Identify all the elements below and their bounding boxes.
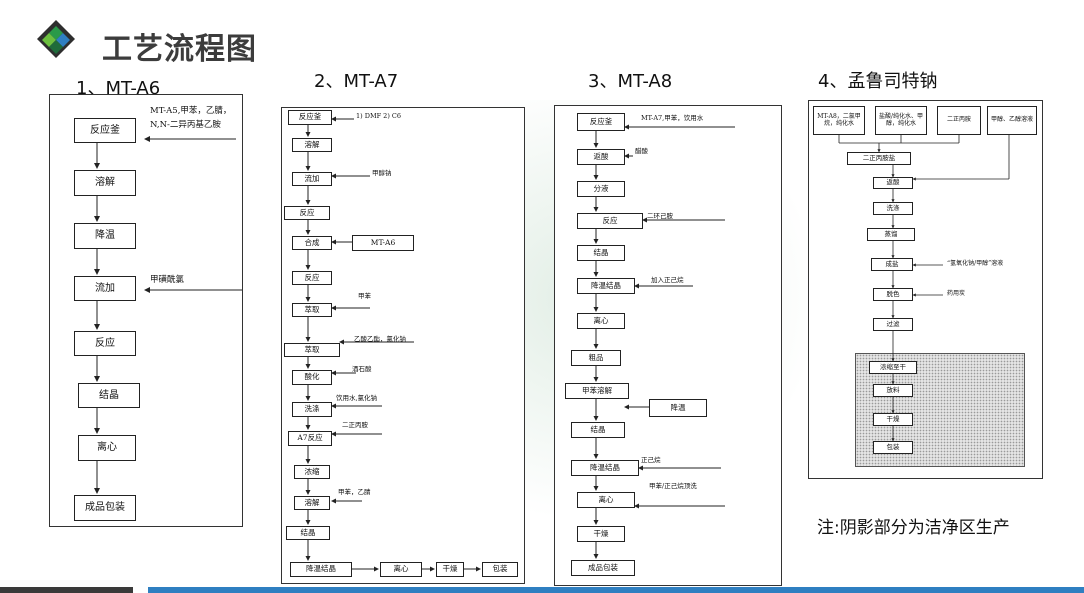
input-label: 甲苯/正己烷顶洗 [649, 482, 697, 490]
input-label: 饮用水,氯化钠 [336, 394, 378, 402]
step-box: 降温 [74, 223, 136, 249]
step-box: 浓缩 [294, 465, 330, 479]
company-logo-icon [37, 20, 75, 58]
flowchart-montelukast-sodium: MT-A8，二氯甲烷，纯化水 盐酸/纯化水、甲醇，纯化水 二正丙胺 甲醇、乙醇溶… [808, 100, 1043, 479]
section-heading-mt-a7: 2、MT-A7 [314, 71, 399, 92]
input-label: 甲醇钠 [372, 169, 392, 177]
step-box: 成品包装 [571, 560, 635, 576]
flowchart-mt-a6: 反应釜 溶解 降温 流加 反应 结晶 离心 成品包装 MT-A5,甲苯，乙腈， … [49, 94, 243, 527]
step-box: 成品包装 [74, 495, 136, 521]
input-label: 酒石酸 [352, 365, 372, 373]
input-label: 醋酸 [635, 147, 648, 155]
step-box: 干燥 [436, 562, 464, 577]
step-box: 溶解 [292, 138, 332, 152]
input-label: “氢氧化钠/甲醇”溶液 [947, 260, 1004, 267]
flow-connectors [838, 135, 1010, 442]
input-label: 乙酸乙酯，氯化钠 [354, 335, 406, 343]
step-box: 结晶 [571, 422, 625, 438]
step-box: 降温结晶 [290, 562, 352, 577]
input-label: 甲苯，乙腈 [338, 488, 371, 496]
step-box: 分液 [577, 181, 625, 197]
input-label: 甲苯 [358, 292, 371, 300]
step-box: 反应釜 [288, 110, 332, 125]
step-box: 反应 [284, 206, 330, 220]
step-box: 流加 [292, 172, 332, 186]
step-box: 溶解 [294, 496, 330, 510]
page-title: 工艺流程图 [102, 32, 257, 67]
source-box: 二正丙胺 [937, 106, 981, 135]
flowchart-mt-a8: 反应釜 返酸 分液 反应 结晶 降温结晶 离心 粗品 甲苯溶解 降温 结晶 降温… [554, 105, 782, 586]
step-box: 浓缩至干 [869, 361, 917, 374]
section-heading-montelukast: 4、孟鲁司特钠 [818, 71, 938, 92]
step-box: 成盐 [871, 258, 913, 271]
step-box: 流加 [74, 276, 136, 301]
footer-bar-dark [0, 587, 133, 593]
input-label: 二环己胺 [647, 212, 673, 220]
step-box: 脱色 [873, 288, 913, 301]
clean-area-note: 注:阴影部分为洁净区生产 [817, 518, 1010, 538]
step-box: 粗品 [571, 350, 621, 366]
step-box: 离心 [78, 435, 136, 461]
input-label: 正己烷 [641, 456, 661, 464]
step-box: 离心 [577, 313, 625, 329]
step-box: 洗涤 [292, 402, 332, 417]
step-box: 蒸馏 [867, 228, 915, 241]
step-box: 反应 [292, 271, 332, 285]
input-label: N,N-二异丙基乙胺 [150, 120, 221, 130]
input-label: 甲磺酰氯 [150, 275, 185, 285]
step-box: 反应 [577, 213, 643, 229]
step-box: 干燥 [577, 526, 625, 542]
step-box: 包装 [873, 441, 913, 454]
step-box: 降温结晶 [571, 460, 639, 476]
step-box: 结晶 [286, 526, 330, 540]
input-label: MT-A5,甲苯，乙腈， [150, 106, 232, 116]
step-box: 干燥 [873, 413, 913, 426]
source-box: 甲醇、乙醇溶液 [987, 106, 1037, 135]
step-box: 离心 [380, 562, 422, 577]
input-label: 二正丙胺 [342, 421, 368, 429]
footer-bar-blue [148, 587, 1084, 593]
source-box: 盐酸/纯化水、甲醇，纯化水 [875, 106, 927, 135]
input-box-mt-a6: MT-A6 [352, 235, 414, 251]
step-box: 二正丙胺盐 [847, 152, 911, 165]
step-box: 放料 [873, 384, 913, 397]
flow-connectors [593, 124, 735, 559]
step-box: 返酸 [873, 177, 913, 189]
step-box: 离心 [577, 492, 635, 508]
step-box: 溶解 [74, 170, 136, 196]
step-box: 降温 [649, 399, 707, 417]
step-box: 反应釜 [577, 113, 625, 131]
step-box: A7反应 [288, 431, 332, 446]
input-label: 药用炭 [947, 290, 966, 297]
step-box: 降温结晶 [577, 278, 635, 294]
step-box: 萃取 [284, 343, 340, 357]
flowchart-mt-a7: 反应釜 溶解 流加 反应 合成 反应 萃取 萃取 酸化 洗涤 A7反应 浓缩 溶… [281, 107, 525, 584]
step-box: 反应釜 [74, 118, 136, 143]
source-box: MT-A8，二氯甲烷，纯化水 [813, 106, 865, 135]
step-box: 结晶 [577, 245, 625, 261]
section-heading-mt-a8: 3、MT-A8 [588, 71, 673, 92]
step-box: 结晶 [78, 383, 140, 408]
step-box: 返酸 [577, 149, 625, 165]
step-box: 包装 [482, 562, 518, 577]
section-heading-mt-a6: 1、MT-A6 [76, 78, 161, 99]
step-box: 酸化 [292, 370, 332, 385]
input-label: 1) DMF 2) C6 [356, 112, 402, 120]
flow-connectors [94, 136, 242, 494]
step-box: 合成 [292, 236, 332, 250]
step-box: 甲苯溶解 [565, 383, 629, 399]
step-box: 过滤 [873, 318, 913, 331]
input-label: MT-A7,甲苯，饮用水 [641, 114, 704, 122]
step-box: 萃取 [292, 303, 332, 317]
step-box: 洗涤 [873, 202, 913, 215]
input-label: 加入正己烷 [651, 276, 684, 284]
step-box: 反应 [74, 331, 136, 356]
flow-connectors [305, 116, 481, 572]
